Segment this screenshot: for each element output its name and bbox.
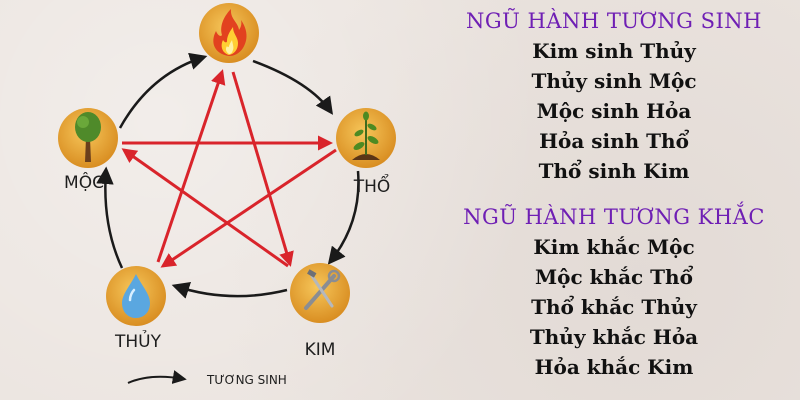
- arrow-thuy-to-moc: [96, 166, 124, 269]
- node-kim: [290, 263, 350, 323]
- khac-line: Kim khắc Mộc: [533, 235, 695, 259]
- node-tho: [336, 108, 396, 168]
- legend-label: TƯƠNG SINH: [206, 373, 287, 387]
- arrow-hoa-to-tho: [252, 59, 334, 115]
- khac-heading: NGŨ HÀNH TƯƠNG KHẮC: [463, 205, 765, 229]
- khac-line: Thủy khắc Hỏa: [529, 325, 699, 349]
- khac-line: Mộc khắc Thổ: [535, 265, 693, 289]
- node-thuy: [106, 266, 166, 326]
- arrow-thuy-to-hoa: [156, 69, 226, 263]
- sinh-line: Hỏa sinh Thổ: [539, 129, 689, 153]
- sinh-line: Mộc sinh Hỏa: [536, 99, 692, 123]
- tree-icon: [75, 112, 101, 162]
- sinh-line: Thủy sinh Mộc: [531, 69, 697, 93]
- label-kim: KIM: [305, 340, 336, 360]
- overcoming-cycle: [121, 69, 337, 268]
- sprout-icon: [352, 111, 380, 160]
- sinh-line: Thổ sinh Kim: [538, 159, 690, 183]
- khac-line: Thổ khắc Thủy: [531, 295, 697, 319]
- arrow-moc-to-hoa: [118, 52, 208, 129]
- node-hoa: [199, 3, 259, 63]
- legend: TƯƠNG SINH: [127, 370, 287, 387]
- arrow-kim-to-thuy: [171, 282, 288, 299]
- legend-arrow: [127, 370, 187, 384]
- node-moc: [58, 108, 118, 168]
- fire-icon: [213, 9, 247, 56]
- label-moc: MỘC: [64, 171, 104, 193]
- label-tho: THỔ: [353, 173, 391, 197]
- arrow-tho-to-kim: [327, 170, 360, 265]
- khac-line: Hỏa khắc Kim: [534, 355, 694, 379]
- five-elements-diagram: THỔ KIM THỦY MỘC TƯƠNG SINH: [58, 3, 396, 387]
- tools-icon: [304, 269, 341, 310]
- text-panel: NGŨ HÀNH TƯƠNG SINH Kim sinh Thủy Thủy s…: [428, 6, 800, 382]
- sinh-heading: NGŨ HÀNH TƯƠNG SINH: [466, 9, 762, 33]
- generating-cycle: [96, 52, 360, 299]
- arrow-tho-to-thuy: [160, 148, 337, 268]
- sinh-line: Kim sinh Thủy: [532, 39, 696, 63]
- water-drop-icon: [122, 274, 150, 318]
- label-thuy: THỦY: [114, 329, 162, 352]
- arrow-hoa-to-kim: [231, 71, 294, 267]
- arrow-kim-to-moc: [121, 148, 289, 268]
